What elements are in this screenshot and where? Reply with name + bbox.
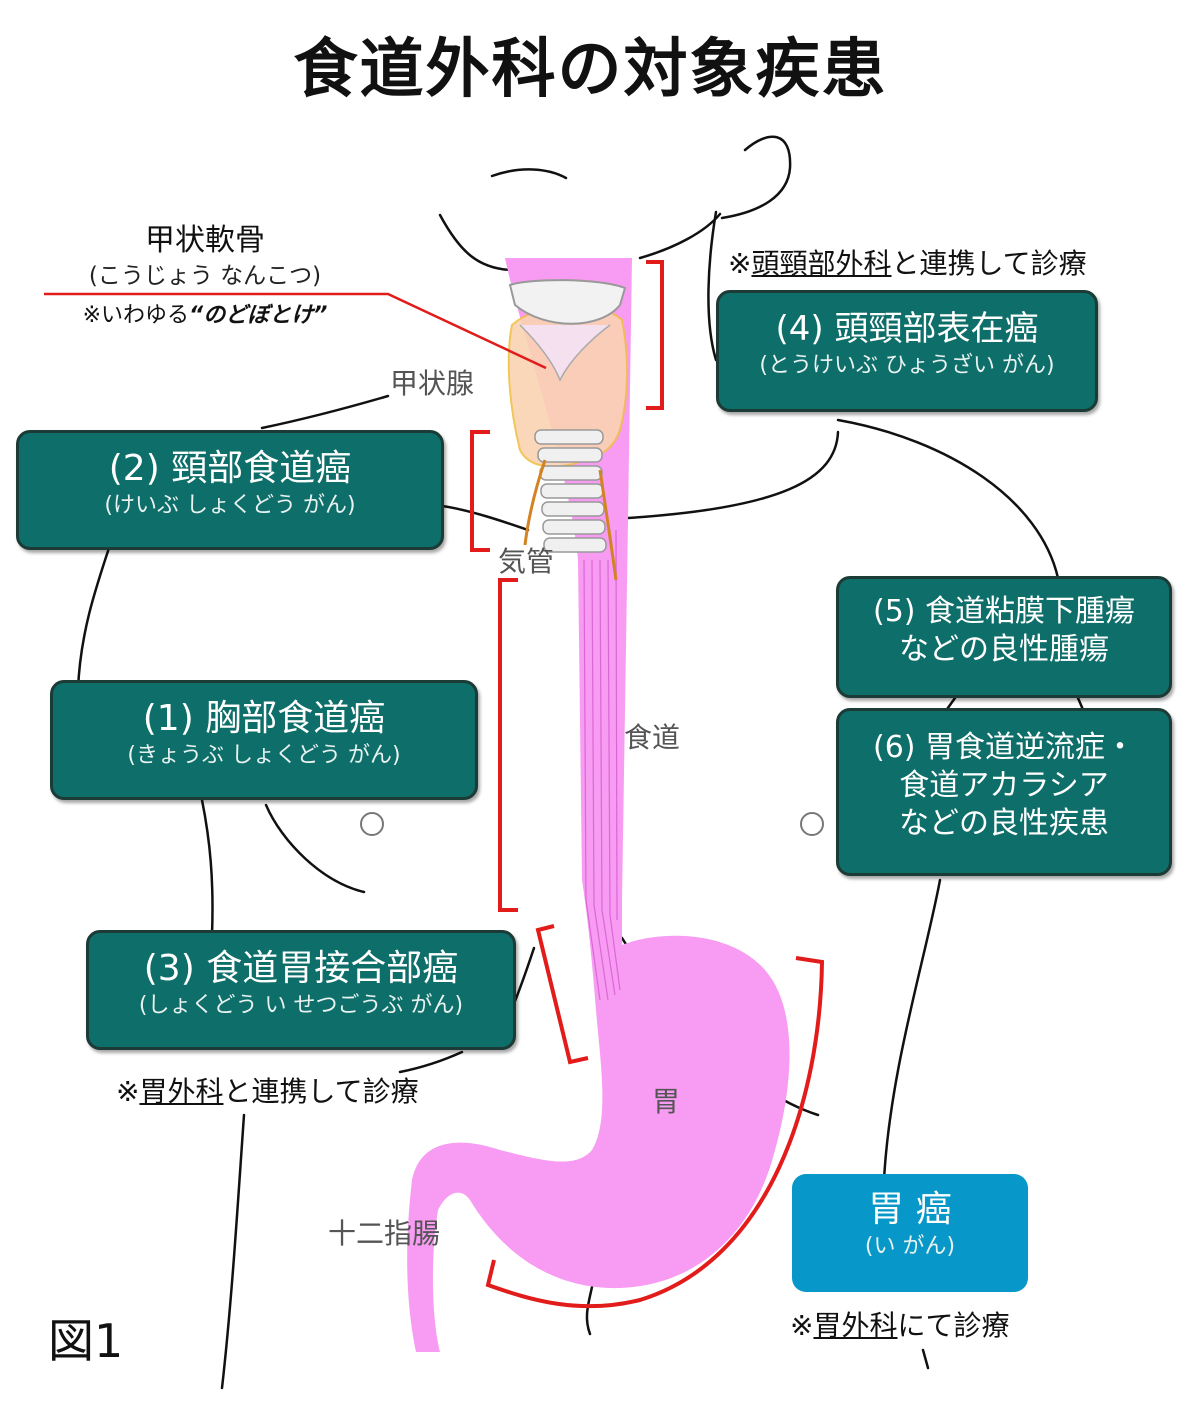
box-reading: (けいぶ しょくどう がん): [104, 493, 356, 518]
thoracic-esophageal-cancer-box: (1) 胸部食道癌 (きょうぶ しょくどう がん): [50, 680, 478, 800]
trachea-label: 気管: [498, 545, 555, 578]
box-reading: (とうけいぶ ひょうざい がん): [759, 353, 1055, 378]
note-prefix: ※: [116, 1075, 140, 1108]
ej-junction-cancer-box: (3) 食道胃接合部癌 (しょくどう い せつごうぶ がん): [86, 930, 516, 1050]
note-prefix: ※: [728, 247, 752, 280]
box-reading: (い がん): [864, 1234, 956, 1259]
cartilage-pointer-line: [44, 292, 547, 370]
bracket-cervical: [470, 430, 490, 552]
esophagus-label: 食道: [624, 721, 681, 754]
box-reading: (しょくどう い せつごうぶ がん): [138, 993, 464, 1018]
box-title: 胃 癌: [868, 1189, 952, 1230]
note-dept: 頭頸部外科: [751, 247, 892, 280]
box-line-1: (6) 胃食道逆流症・: [872, 730, 1136, 765]
bracket-thoracic: [498, 578, 518, 912]
note-suffix: と連携して診療: [891, 247, 1087, 280]
thyroid-cartilage-label: 甲状軟骨: [145, 223, 265, 258]
adams-apple-prefix: ※いわゆる: [82, 303, 190, 328]
note-dept: 胃外科: [813, 1309, 898, 1342]
box-reading: (きょうぶ しょくどう がん): [127, 743, 401, 768]
note-suffix: にて診療: [897, 1309, 1010, 1342]
region-brackets: [470, 260, 825, 1309]
box-title: (2) 頸部食道癌: [108, 448, 352, 489]
digestive-tract: [407, 258, 790, 1352]
submucosal-tumor-box: (5) 食道粘膜下腫瘍 などの良性腫瘍: [836, 576, 1172, 698]
note-prefix: ※: [790, 1309, 814, 1342]
trachea-rings: [534, 429, 607, 553]
body-outline: [76, 135, 1086, 1390]
note-suffix: と連携して診療: [223, 1075, 419, 1108]
box-line-3: などの良性疾患: [899, 806, 1109, 841]
adams-apple-note: ※いわゆる“のどぼとけ”: [60, 297, 350, 329]
adams-apple-emphasis: “のどぼとけ”: [189, 303, 328, 328]
esophagus-stomach-shape: [407, 258, 790, 1352]
benign-disease-box: (6) 胃食道逆流症・ 食道アカラシア などの良性疾患: [836, 708, 1172, 876]
figure-label: 図1: [48, 1314, 124, 1368]
left-nipple-circle: [360, 812, 384, 836]
box-title: (3) 食道胃接合部癌: [143, 948, 459, 989]
stomach-label: 胃: [652, 1085, 681, 1118]
gastric-cancer-box: 胃 癌 (い がん): [792, 1174, 1028, 1292]
bracket-head-neck: [646, 260, 664, 410]
bracket-junction: [535, 924, 589, 1065]
thyroid-cartilage-reading: (こうじょう なんこつ): [88, 263, 322, 289]
note-dept: 胃外科: [139, 1075, 224, 1108]
page-title: 食道外科の対象疾患: [293, 33, 888, 107]
gastric-collab-note: ※胃外科と連携して診療: [116, 1070, 419, 1110]
box-line-2: などの良性腫瘍: [899, 632, 1109, 667]
bracket-stomach: [485, 956, 825, 1309]
cervical-esophageal-cancer-box: (2) 頸部食道癌 (けいぶ しょくどう がん): [16, 430, 444, 550]
box-title: (4) 頭頸部表在癌: [775, 309, 1039, 349]
duodenum-label: 十二指腸: [328, 1217, 441, 1250]
gastric-surgery-note: ※胃外科にて診療: [790, 1304, 1010, 1344]
head-neck-collab-note: ※頭頸部外科と連携して診療: [728, 242, 1087, 282]
thyroid-label: 甲状腺: [390, 367, 475, 400]
larynx-group: [507, 279, 629, 581]
box-line-1: (5) 食道粘膜下腫瘍: [872, 594, 1136, 629]
right-nipple-circle: [800, 812, 824, 836]
head-neck-cancer-box: (4) 頭頸部表在癌 (とうけいぶ ひょうざい がん): [716, 290, 1098, 412]
box-line-2: 食道アカラシア: [899, 768, 1109, 803]
box-title: (1) 胸部食道癌: [142, 698, 386, 739]
